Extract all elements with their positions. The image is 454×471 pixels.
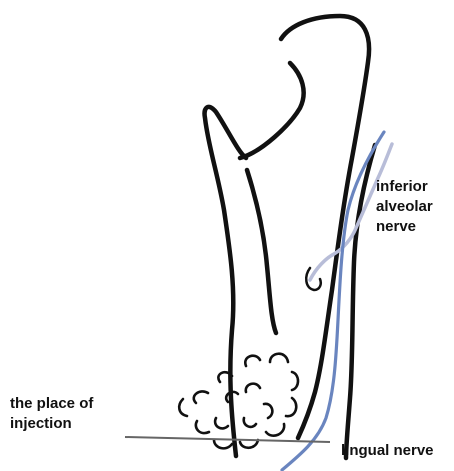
sigmoid-notch	[240, 63, 304, 158]
lingual-nerve	[282, 132, 384, 470]
internal-oblique-ridge	[247, 170, 276, 333]
label-line: nerve	[376, 217, 433, 237]
injection-site-label: the place of injection	[10, 394, 93, 434]
label-line: the place of	[10, 394, 93, 414]
label-line: injection	[10, 414, 93, 434]
injection-site-mass	[179, 354, 298, 449]
label-line: alveolar	[376, 197, 433, 217]
inferior-alveolar-nerve-label: inferior alveolar nerve	[376, 177, 433, 237]
lingual-nerve-label: lingual nerve	[341, 441, 434, 461]
label-line: inferior	[376, 177, 433, 197]
